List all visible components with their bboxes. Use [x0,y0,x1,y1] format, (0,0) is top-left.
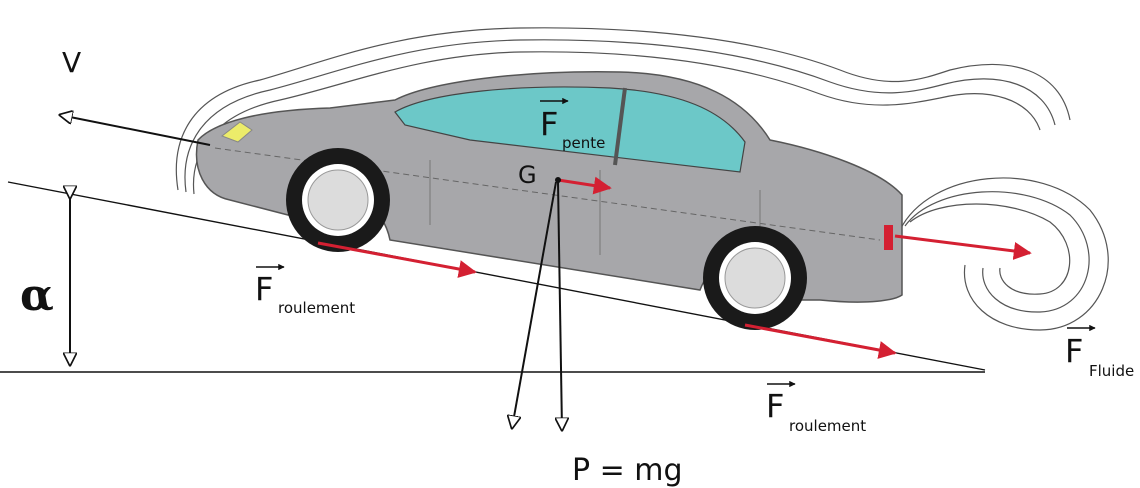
f-roulement-front-arrow [317,241,477,278]
front-wheel [286,148,390,252]
svg-text:roulement: roulement [278,299,355,317]
weight-label: P = mg [572,453,683,488]
weight-arrow [558,181,562,430]
svg-text:F: F [1065,332,1083,370]
f-roulement-front-label: F roulement [255,263,355,317]
g-point [555,177,561,183]
g-label: G [518,161,537,189]
alpha-label: α [20,270,54,321]
velocity-label: V [62,46,81,79]
f-pente-label: F pente [540,97,605,152]
tail-light [884,225,893,250]
f-fluide-label: F Fluide [1065,324,1134,380]
f-roulement-rear-arrow [744,323,897,359]
labels: V α G F pente F roulement F roulement F … [20,46,1134,488]
f-roulement-rear-label: F roulement [766,380,866,435]
svg-text:pente: pente [562,134,605,152]
weight-component-arrow [512,181,557,428]
svg-text:F: F [255,270,273,308]
car-window [394,86,746,173]
force-arrows [60,115,1032,430]
svg-text:Fluide: Fluide [1089,362,1134,380]
airflow-lines [175,27,1109,331]
f-pente-arrow [557,176,612,195]
svg-text:F: F [540,105,558,143]
rear-wheel [703,226,807,330]
svg-text:F: F [766,387,784,425]
car [195,71,903,330]
headlight [220,121,253,143]
f-fluide-arrow [894,234,1032,260]
svg-text:roulement: roulement [789,417,866,435]
velocity-arrow [60,115,211,146]
